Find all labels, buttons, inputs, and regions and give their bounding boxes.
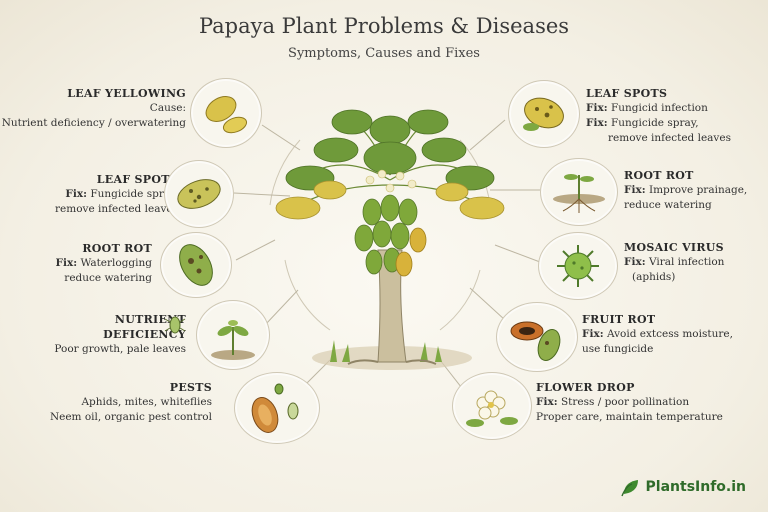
issue-flower-drop: FLOWER DROP Fix: Stress / poor pollinati… <box>536 380 723 425</box>
issue-detail: Stress / poor pollination <box>560 396 690 408</box>
issue-detail: Nutrient deficiency / overwatering <box>1 117 186 129</box>
issue-root-rot-left: ROOT ROT Fix: Waterlogging reduce wateri… <box>56 241 153 286</box>
leaf-logo-icon <box>620 480 638 497</box>
issue-fruit-rot: FRUIT ROT Fix: Avoid extcess moisture, u… <box>582 312 733 357</box>
issue-detail: Proper care, maintain temperature <box>536 411 723 423</box>
issue-root-rot-right: ROOT ROT Fix: Improve prainage, reduce w… <box>624 168 747 213</box>
issue-heading: FRUIT ROT <box>582 313 656 326</box>
issue-heading: LEAF SPOTS <box>96 173 178 186</box>
issue-detail: Avoid extcess moisture, <box>606 328 733 340</box>
roots-icon <box>540 158 618 226</box>
issue-nutrient-deficiency: NUTRIENT DEFICIENCY Poor growth, pale le… <box>54 312 186 357</box>
issue-detail: Fungicide spray, <box>90 188 178 200</box>
issue-heading: MOSAIC VIRUS <box>624 241 724 254</box>
issue-detail: reduce watering <box>64 272 152 284</box>
rotten-fruit-icon <box>160 232 232 298</box>
fix-label: Fix: <box>536 396 558 408</box>
issue-detail: Aphids, mites, whiteflies <box>81 396 212 408</box>
issue-detail: remove infected leaves <box>55 203 178 215</box>
issue-detail: Waterlogging <box>80 257 152 269</box>
issue-leaf-spots-left: LEAF SPOTS Fix: Fungicide spray, remove … <box>55 172 178 217</box>
fix-label: Fix: <box>586 102 608 114</box>
yellow-leaf-icon <box>190 78 262 148</box>
fix-label: Fix: <box>55 257 78 269</box>
issue-heading: NUTRIENT <box>114 313 186 326</box>
brand-logo: PlantsInfo.in <box>620 476 746 498</box>
fix-label: Fix: <box>624 256 646 268</box>
issue-detail: Improve prainage, <box>648 184 748 196</box>
issue-detail: reduce watering <box>624 199 712 211</box>
issue-detail: Fungicide spray, <box>610 117 699 129</box>
brand-name: PlantsInfo.in <box>645 479 746 495</box>
page-subtitle: Symptoms, Causes and Fixes <box>288 46 480 61</box>
issue-detail: use fungicide <box>582 343 654 355</box>
issue-detail: remove infected leaves <box>608 132 731 144</box>
issue-detail: Viral infection <box>648 256 725 268</box>
pests-icon <box>234 372 320 444</box>
fix-label: Fix: <box>586 117 608 129</box>
seedling-icon <box>196 300 270 370</box>
issue-leaf-spots-right: LEAF SPOTS Fix: Fungicid infection Fix: … <box>586 86 731 146</box>
fix-label: Fix: <box>624 184 646 196</box>
spotted-leaf-icon-right <box>508 80 580 148</box>
insect-icon <box>164 316 186 334</box>
issue-cause-label: Cause: <box>149 102 186 114</box>
issue-detail: Fungicid infection <box>610 102 708 114</box>
issue-detail: Poor growth, pale leaves <box>54 343 186 355</box>
issue-heading: LEAF YELLOWING <box>67 87 186 100</box>
issue-heading: FLOWER DROP <box>536 381 635 394</box>
papaya-tree-illustration <box>275 109 505 370</box>
fix-label: Fix: <box>65 188 87 200</box>
virus-icon <box>538 232 618 300</box>
flower-icon <box>452 372 532 440</box>
issue-heading: ROOT ROT <box>82 242 152 255</box>
issue-heading: LEAF SPOTS <box>586 87 668 100</box>
issue-detail: Neem oil, organic pest control <box>49 411 212 423</box>
issue-mosaic-virus: MOSAIC VIRUS Fix: Viral infection (aphid… <box>624 240 724 285</box>
page-title: Papaya Plant Problems & Diseases <box>198 14 570 38</box>
issue-heading: PESTS <box>169 381 212 394</box>
issue-heading: ROOT ROT <box>624 169 694 182</box>
spotted-leaf-icon <box>164 160 234 228</box>
issue-pests: PESTS Aphids, mites, whiteflies Neem oil… <box>50 380 212 425</box>
issue-detail: (aphids) <box>632 271 676 283</box>
cut-fruit-icon <box>496 302 578 372</box>
fix-label: Fix: <box>582 328 604 340</box>
issue-heading-line2: DEFICIENCY <box>103 328 186 341</box>
issue-leaf-yellowing: LEAF YELLOWING Cause: Nutrient deficienc… <box>2 86 186 131</box>
